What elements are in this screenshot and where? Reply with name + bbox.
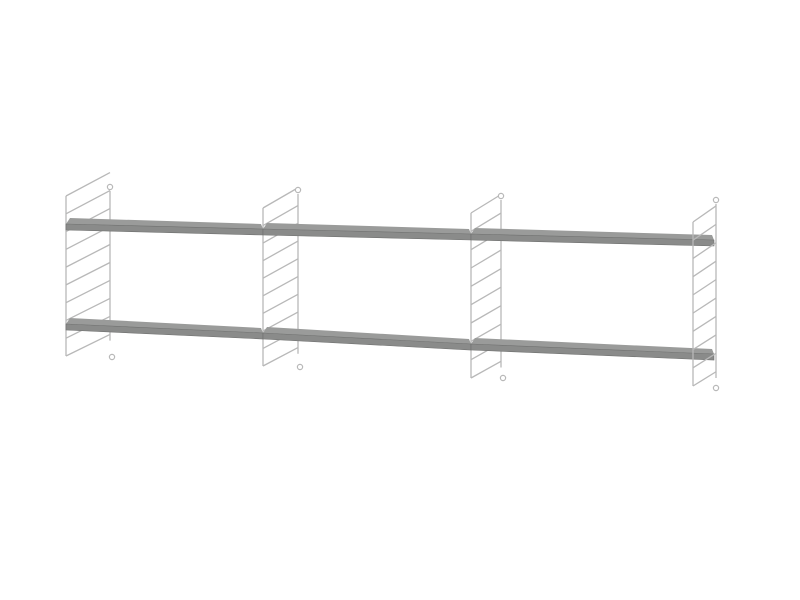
ladder-rung [262,204,299,227]
shelf-top-surface [66,318,263,333]
ladder-rung [65,243,111,268]
shelf-top-surface [263,223,471,234]
ladder-rung [262,346,299,367]
ladder-rung [692,242,717,259]
ladder-rung [692,315,717,332]
ladder-rung [65,297,111,322]
ladder-rung [470,360,502,379]
shelf-top-surface [66,218,263,229]
ladder-rung [65,279,111,304]
ladder-rung [65,190,111,215]
ladder-rung [692,260,717,278]
ladder-rung [692,205,717,223]
ladder-bottom-hook [499,374,507,382]
ladder-rung [470,286,502,306]
ladder-rung [470,268,502,287]
ladder-rung [262,187,299,209]
ladder-top-hook [497,192,505,200]
shelf-top-surface [471,338,714,354]
ladder-rung [65,172,111,197]
ladder-rung [692,279,717,296]
ladder-bottom-hook [296,363,304,371]
ladder-rung [692,371,717,387]
ladder-rung [470,249,502,269]
ladder-top-hook [106,183,114,191]
ladder-rung [692,223,717,241]
ladder-rung [692,352,717,369]
ladder-rung [692,334,717,351]
ladder-top-hook [712,196,720,204]
ladder-rung [65,333,111,357]
shelf-top-surface [471,228,714,240]
ladder-rung [65,261,111,286]
shelf-front-edge [470,343,715,361]
ladder-rung [470,305,502,324]
ladder-rung [470,193,502,214]
ladder-top-hook [294,186,302,194]
ladder-bottom-hook [712,384,720,392]
ladder-rung [262,275,299,297]
ladder-rung [262,240,299,262]
shelf-front-edge [470,233,715,247]
shelf-top-surface [263,327,471,344]
ladder-bottom-hook [108,353,116,361]
ladder-rung [692,297,717,314]
ladder-rung [262,258,299,279]
ladder-rung [262,293,299,314]
